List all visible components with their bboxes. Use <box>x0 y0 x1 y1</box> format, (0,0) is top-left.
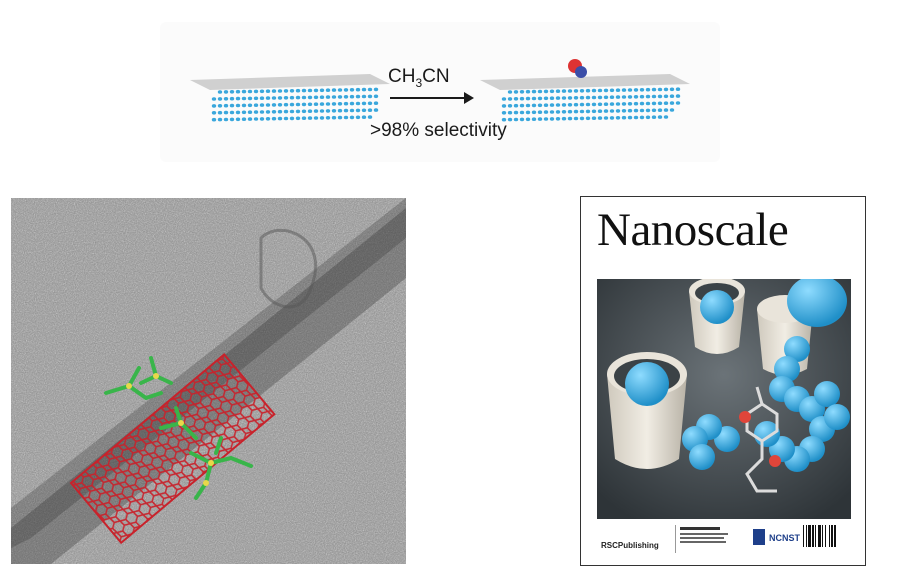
stick-molecule <box>745 386 779 493</box>
journal-cover: Nanoscale <box>580 196 866 566</box>
cup-middle <box>689 279 745 354</box>
cover-artwork <box>597 279 851 519</box>
selectivity-label: >98% selectivity <box>370 120 507 141</box>
partner-emblem-icon <box>753 529 765 545</box>
cup-left <box>607 352 687 469</box>
molecular-chain <box>682 336 850 472</box>
reaction-scheme: CH3CN >98% selectivity <box>160 22 720 162</box>
cover-footer: RSCPublishing NCNST <box>597 521 851 559</box>
reagent-label: CH3CN <box>388 66 450 90</box>
publisher-logo: RSCPublishing <box>601 541 659 550</box>
journal-title: Nanoscale <box>597 204 789 256</box>
reaction-arrow <box>390 92 474 104</box>
graphene-sheets-illustration <box>190 59 690 122</box>
nanotube-cups-illustration <box>597 279 851 519</box>
nanotube-overlay-illustration <box>11 198 406 564</box>
partner-logo: NCNST <box>769 533 800 543</box>
functional-molecules <box>104 356 253 500</box>
carbon-nanotube <box>69 353 276 545</box>
barcode-icon <box>803 525 836 547</box>
tem-micrograph <box>11 198 406 564</box>
footer-text-block <box>675 525 734 553</box>
